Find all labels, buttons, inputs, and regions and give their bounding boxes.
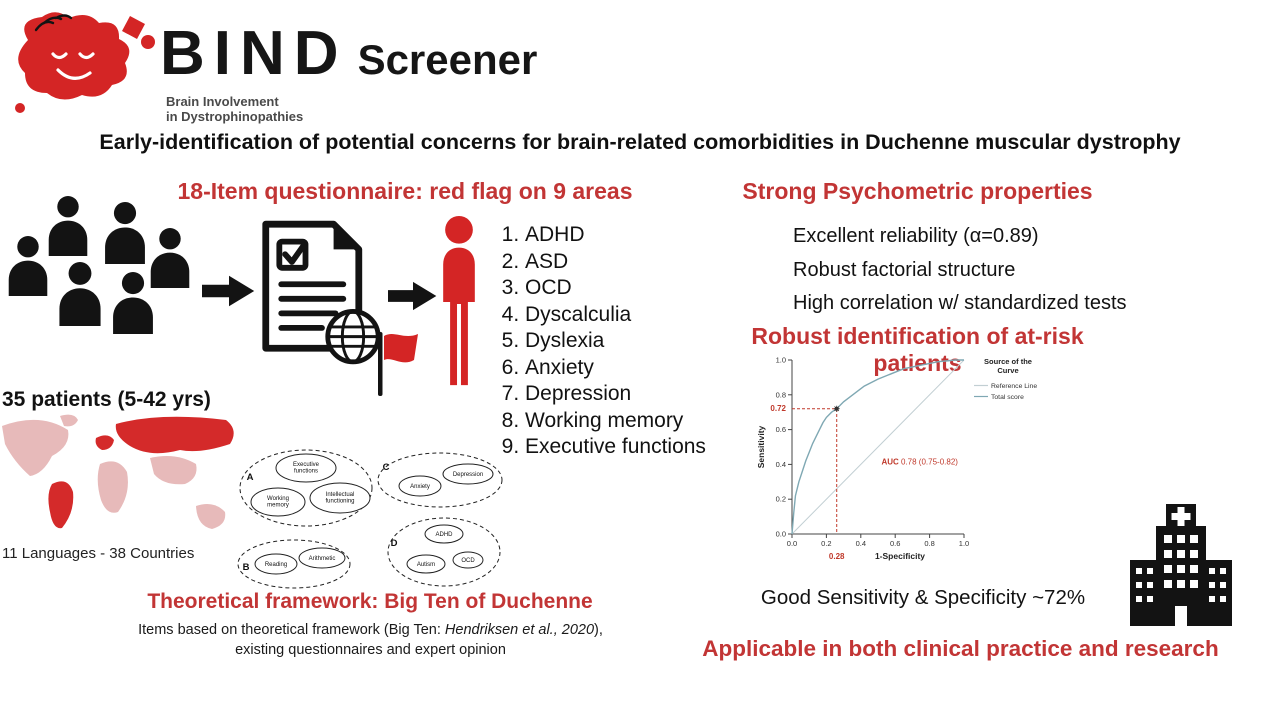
svg-text:0.2: 0.2 bbox=[776, 495, 786, 504]
svg-text:1.0: 1.0 bbox=[776, 356, 786, 365]
crowd-icon bbox=[8, 196, 190, 334]
svg-text:Source of the: Source of the bbox=[984, 357, 1032, 366]
svg-text:Sensitivity: Sensitivity bbox=[756, 425, 766, 468]
list-item: OCD bbox=[525, 275, 706, 302]
psychometrics-heading: Strong Psychometric properties bbox=[742, 178, 1093, 204]
list-item: High correlation w/ standardized tests bbox=[793, 292, 1127, 314]
arrow-right-icon bbox=[388, 281, 437, 311]
hospital-icon bbox=[1130, 504, 1232, 626]
patients-count: 35 patients (5-42 yrs) bbox=[2, 388, 211, 411]
list-item: Executive functions bbox=[525, 434, 706, 461]
venn-item: ADHD bbox=[435, 532, 453, 538]
roc-chart: 0.0 0.2 0.4 0.6 0.8 1.0 0.0 0.2 0.4 0.6 0.8 1.0 0.72… bbox=[756, 356, 1037, 562]
red-flag-icon bbox=[378, 332, 418, 396]
logo-title: BIND bbox=[160, 19, 348, 88]
svg-text:0.6: 0.6 bbox=[890, 539, 900, 548]
svg-text:Total score: Total score bbox=[991, 394, 1024, 401]
world-map bbox=[2, 414, 234, 529]
globe-icon bbox=[325, 308, 381, 365]
framework-caption-citation: Hendriksen et al., 2020 bbox=[444, 622, 595, 638]
venn-item: Arithmetic bbox=[309, 556, 336, 562]
svg-text:Reference Line: Reference Line bbox=[991, 383, 1037, 390]
svg-text:0.6: 0.6 bbox=[776, 425, 786, 434]
result-note: Good Sensitivity & Specificity ~72% bbox=[760, 586, 1086, 609]
list-item: Dyscalculia bbox=[525, 302, 706, 329]
venn-item: Autism bbox=[417, 562, 435, 568]
list-item: Anxiety bbox=[525, 355, 706, 382]
svg-text:AUC 0.78 (0.75-0.82): AUC 0.78 (0.75-0.82) bbox=[881, 457, 958, 466]
logo-tagline: Brain Involvement in Dystrophinopathies bbox=[166, 94, 303, 124]
headline: Early-identification of potential concer… bbox=[99, 130, 1181, 154]
svg-text:0.8: 0.8 bbox=[924, 539, 934, 548]
logo-wordmark: BIND Screener bbox=[160, 18, 537, 89]
venn-item: Anxiety bbox=[410, 484, 430, 490]
svg-text:0.72: 0.72 bbox=[770, 404, 786, 413]
svg-text:1.0: 1.0 bbox=[959, 539, 969, 548]
framework-caption: Items based on theoretical framework (Bi… bbox=[118, 620, 623, 660]
svg-text:0.0: 0.0 bbox=[787, 539, 797, 548]
list-item: ADHD bbox=[525, 222, 706, 249]
list-item: Excellent reliability (α=0.89) bbox=[793, 225, 1039, 247]
framework-heading: Theoretical framework: Big Ten of Duchen… bbox=[147, 590, 593, 613]
logo-subtitle: Screener bbox=[357, 36, 538, 83]
svg-text:0.2: 0.2 bbox=[821, 539, 831, 548]
applicable-note: Applicable in both clinical practice and… bbox=[702, 636, 1219, 661]
list-item: Robust factorial structure bbox=[793, 258, 1016, 281]
logo-tagline-line2: in Dystrophinopathies bbox=[166, 109, 304, 124]
svg-text:0.28: 0.28 bbox=[829, 552, 845, 561]
list-item: Working memory bbox=[525, 408, 706, 435]
questionnaire-heading: 18-Item questionnaire: red flag on 9 are… bbox=[177, 178, 633, 204]
framework-caption-post: ), existing questionnaires and expert op… bbox=[235, 622, 603, 658]
venn-item: Reading bbox=[265, 562, 287, 568]
svg-text:0.0: 0.0 bbox=[776, 530, 786, 539]
venn-item: Depression bbox=[453, 472, 483, 478]
venn-item: OCD bbox=[461, 558, 475, 564]
questionnaire-icon bbox=[262, 220, 381, 365]
psychometrics-list: Excellent reliability (α=0.89) Robust fac… bbox=[793, 220, 1127, 321]
list-item: Dyslexia bbox=[525, 328, 706, 355]
framework-caption-pre: Items based on theoretical framework (Bi… bbox=[138, 622, 445, 638]
venn-group-label: D bbox=[391, 538, 398, 549]
svg-text:Curve: Curve bbox=[997, 366, 1018, 375]
patient-icon bbox=[443, 215, 475, 386]
map-caption: 11 Languages - 38 Countries bbox=[2, 545, 195, 562]
svg-text:0.4: 0.4 bbox=[776, 460, 786, 469]
identification-heading: Robust identification of at-risk patient… bbox=[751, 323, 1084, 376]
bind-logo-icon bbox=[15, 12, 155, 113]
arrow-right-icon bbox=[202, 275, 255, 307]
list-item: ASD bbox=[525, 249, 706, 276]
svg-text:0.8: 0.8 bbox=[776, 390, 786, 399]
venn-group-label: C bbox=[383, 462, 390, 473]
svg-text:0.4: 0.4 bbox=[856, 539, 866, 548]
list-item: Depression bbox=[525, 381, 706, 408]
logo-tagline-line1: Brain Involvement bbox=[166, 94, 279, 109]
venn-group-label: A bbox=[247, 472, 254, 483]
venn-group-label: B bbox=[243, 562, 250, 573]
areas-list: ADHDASDOCDDyscalculiaDyslexiaAnxietyDepr… bbox=[497, 222, 706, 461]
svg-text:1-Specificity: 1-Specificity bbox=[875, 551, 925, 561]
